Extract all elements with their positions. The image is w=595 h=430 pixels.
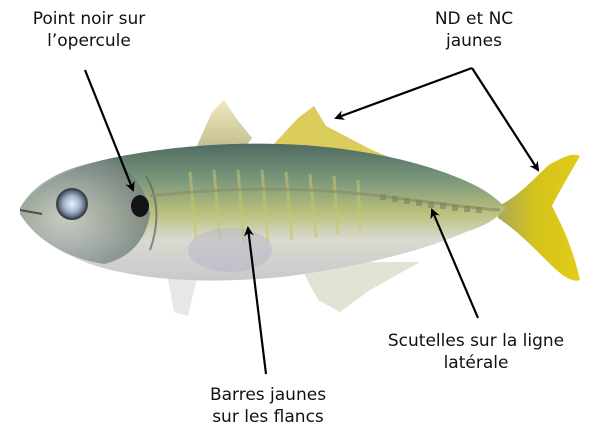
label-lateral-scutes-line2: latérale xyxy=(370,352,582,374)
label-flank-bars-line2: sur les flancs xyxy=(186,406,350,428)
label-yellow-fins-line1: ND et NC xyxy=(394,8,554,30)
arrow-to-caudal-fin xyxy=(472,68,538,170)
arrow-to-dorsal-fin xyxy=(336,68,472,118)
label-operculum-spot-line2: l’opercule xyxy=(8,30,170,52)
label-operculum-spot-line1: Point noir sur xyxy=(8,8,170,30)
operculum-black-spot xyxy=(131,195,149,217)
label-lateral-scutes: Scutelles sur la ligne latérale xyxy=(370,330,582,374)
label-yellow-fins-line2: jaunes xyxy=(394,30,554,52)
belly-silver-patch xyxy=(188,228,272,272)
label-lateral-scutes-line1: Scutelles sur la ligne xyxy=(370,330,582,352)
label-flank-bars-line1: Barres jaunes xyxy=(186,384,350,406)
label-flank-bars: Barres jaunes sur les flancs xyxy=(186,384,350,428)
caudal-fin xyxy=(498,155,580,281)
label-yellow-fins: ND et NC jaunes xyxy=(394,8,554,52)
first-dorsal-fin xyxy=(196,100,252,148)
label-operculum-spot: Point noir sur l’opercule xyxy=(8,8,170,52)
